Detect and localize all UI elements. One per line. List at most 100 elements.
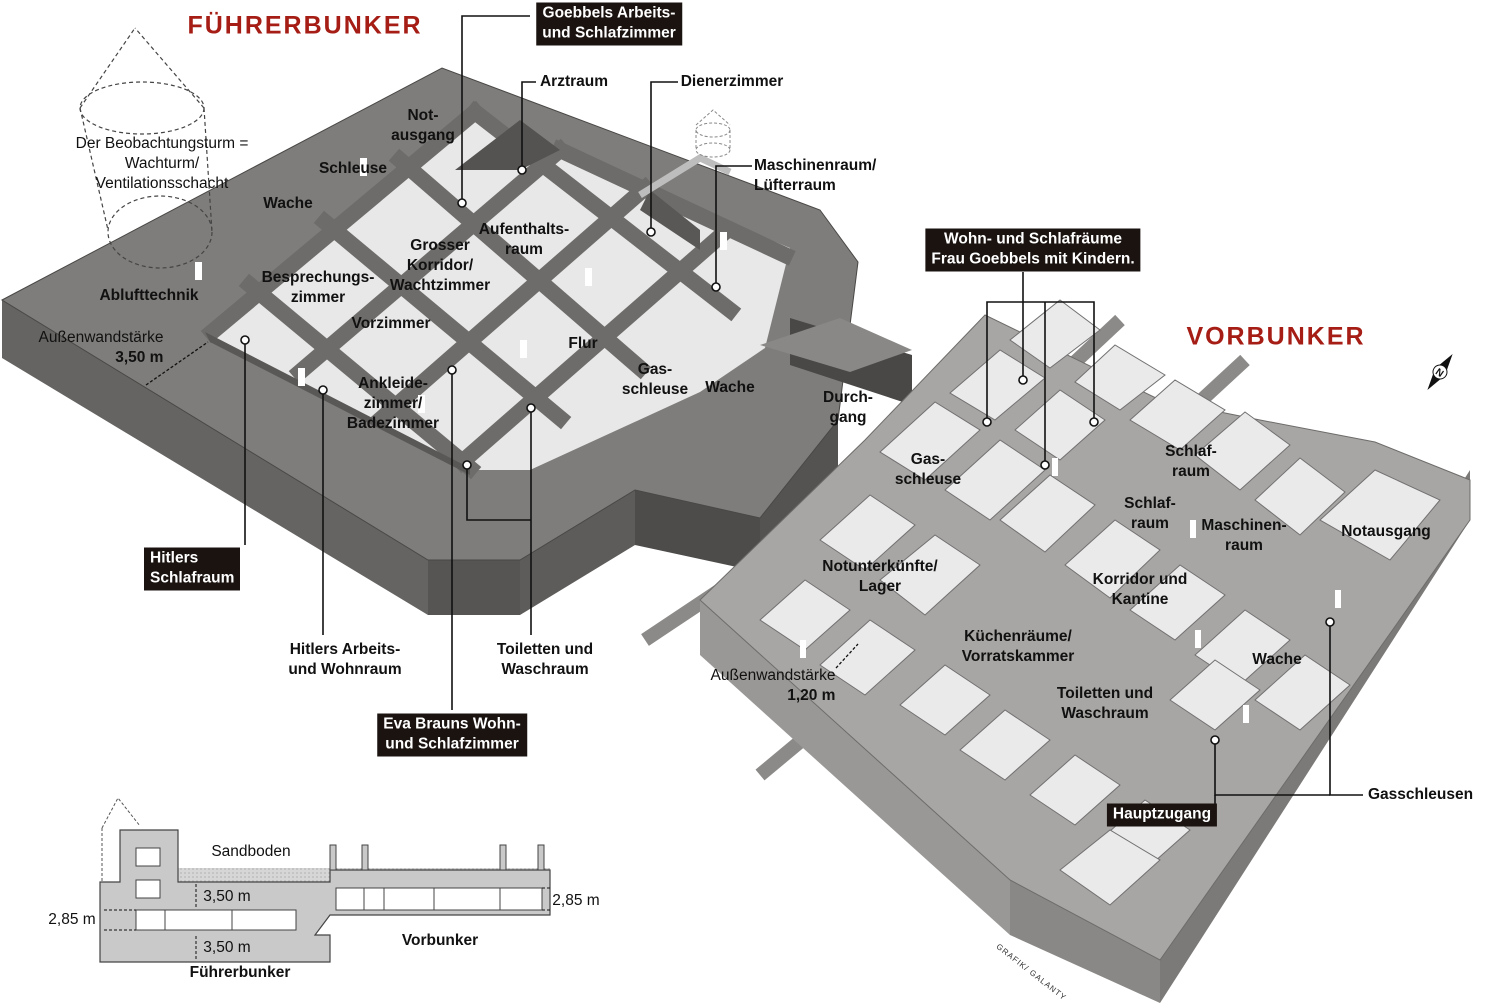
label-line: Ventilationsschacht xyxy=(95,175,229,192)
label-goebbels-office: Goebbels Arbeits- und Schlafzimmer xyxy=(536,2,682,46)
label-line: gang xyxy=(829,409,867,426)
vb-floor xyxy=(335,887,543,911)
label-line: Gas- xyxy=(637,361,673,378)
label-line: Eva Brauns Wohn- xyxy=(383,715,521,733)
label-line: Korridor und xyxy=(1092,571,1188,588)
label-line: raum xyxy=(1225,537,1263,554)
label-line: Toiletten und xyxy=(496,641,594,658)
label-line: Wohn- und Schlafräume xyxy=(944,230,1122,248)
label-line: und Schlafzimmer xyxy=(385,735,519,753)
label-line: Wachtzimmer xyxy=(389,277,491,294)
label-wall-thickness-vb: Außenwandstärke 1,20 m xyxy=(711,666,836,706)
label-line: Badezimmer xyxy=(346,415,440,432)
label-gasschleuse-vb: Gas- schleuse xyxy=(895,450,961,490)
vorbunker-doors xyxy=(800,458,1341,723)
callout-dots xyxy=(240,165,1335,745)
small-tower-roof xyxy=(695,109,731,126)
fuehrerbunker-shade-2 xyxy=(455,120,560,170)
label-wache-fb-2: Wache xyxy=(705,379,755,396)
label-line: Gas- xyxy=(910,451,946,468)
label-schleuse: Schleuse xyxy=(318,160,388,177)
label-gasschleuse-fb: Gas- schleuse xyxy=(622,360,688,400)
label-line: Frau Goebbels mit Kindern. xyxy=(931,250,1135,268)
label-section-fuehrerbunker: Führerbunker xyxy=(189,964,291,981)
vorbunker-block xyxy=(641,299,1471,1003)
label-hitler-arbeitsraum: Hitlers Arbeits- und Wohnraum xyxy=(288,640,401,680)
label-line: Lüfterraum xyxy=(754,177,836,194)
label-observation-tower: Der Beobachtungsturm = Wachturm/ Ventila… xyxy=(76,134,249,194)
label-line-bold: 3,50 m xyxy=(115,349,164,366)
label-aufenthaltsraum: Aufenthalts- raum xyxy=(479,220,569,260)
label-line: Schlafraum xyxy=(150,569,235,587)
label-notausgang-vb: Notausgang xyxy=(1341,523,1431,540)
callout-lines xyxy=(244,15,1363,805)
label-wall-thickness-fb: Außenwandstärke 3,50 m xyxy=(39,328,164,368)
label-dim-bottom: 3,50 m xyxy=(203,939,251,956)
label-wache-vb: Wache xyxy=(1252,651,1302,668)
label-line: zimmer/ xyxy=(363,395,423,412)
label-line: und Wohnraum xyxy=(288,661,402,678)
small-tower-top xyxy=(695,122,731,138)
label-vorzimmer: Vorzimmer xyxy=(351,315,431,332)
label-line: ausgang xyxy=(391,127,455,144)
fuehrerbunker-shade-1 xyxy=(205,332,470,475)
label-ankleidezimmer: Ankleide- zimmer/ Badezimmer xyxy=(347,374,439,434)
fb-upper-floor xyxy=(135,909,297,931)
label-dienerzimmer: Dienerzimmer xyxy=(680,73,784,90)
label-maschinenraum-vb: Maschinen- raum xyxy=(1201,516,1286,556)
label-eva-braun: Eva Brauns Wohn- und Schlafzimmer xyxy=(377,713,527,757)
label-dim-top: 3,50 m xyxy=(203,888,251,905)
label-line: Waschraum xyxy=(1061,705,1149,722)
label-flur: Flur xyxy=(568,335,598,352)
small-tower-bottom xyxy=(695,142,731,158)
label-line: Maschinenraum/ xyxy=(754,157,877,174)
label-goebbels-family: Wohn- und Schlafräume Frau Goebbels mit … xyxy=(925,228,1141,272)
label-kuechenraeume: Küchenräume/ Vorratskammer xyxy=(962,627,1075,667)
label-line: raum xyxy=(1131,515,1169,532)
label-grosser-korridor: Grosser Korridor/ Wachtzimmer xyxy=(390,236,490,296)
label-line: Außenwandstärke xyxy=(38,329,164,346)
tower-window-2 xyxy=(135,879,161,899)
label-schlafraum-1: Schlaf- raum xyxy=(1165,442,1217,482)
durchgang-top xyxy=(760,318,912,372)
cross-section xyxy=(99,797,551,963)
wall-thickness-arrows xyxy=(145,341,859,669)
label-gasschleusen: Gasschleusen xyxy=(1368,786,1474,803)
label-line: Ankleide- xyxy=(358,375,428,392)
vorbunker-side-front xyxy=(700,600,1010,935)
observation-tower xyxy=(79,27,213,269)
label-line-bold: 1,20 m xyxy=(787,687,836,704)
label-section-vorbunker: Vorbunker xyxy=(401,932,479,949)
label-height-right: 2,85 m xyxy=(552,892,600,909)
label-toiletten-vb: Toiletten und Waschraum xyxy=(1057,684,1153,724)
label-line: Maschinen- xyxy=(1201,517,1287,534)
vorbunker-side-right xyxy=(1010,880,1160,1003)
north-compass-icon: N xyxy=(1427,353,1453,391)
ventilation-pipe xyxy=(638,154,732,198)
label-line: zimmer xyxy=(290,289,346,306)
fuehrerbunker-block xyxy=(0,27,912,615)
label-line: Not- xyxy=(407,107,439,124)
label-line: schleuse xyxy=(621,381,689,398)
label-line: Waschraum xyxy=(501,661,589,678)
fuehrerbunker-floor xyxy=(205,112,790,470)
title-fuehrerbunker: FÜHRERBUNKER xyxy=(187,11,423,40)
label-hauptzugang: Hauptzugang xyxy=(1106,803,1218,827)
label-line: Wachturm/ xyxy=(124,155,200,172)
fuehrerbunker-side-corner xyxy=(520,490,635,615)
label-line: Toiletten und xyxy=(1056,685,1154,702)
vorbunker-top xyxy=(699,314,1471,961)
label-line: raum xyxy=(505,241,543,258)
vb-pillars xyxy=(329,844,545,871)
label-hitler-schlafraum: Hitlers Schlafraum xyxy=(144,547,241,591)
label-line: Korridor/ xyxy=(406,257,474,274)
label-notausgang-fb: Not- ausgang xyxy=(391,106,455,146)
label-line: Besprechungs- xyxy=(261,269,375,286)
label-line: schleuse xyxy=(894,471,962,488)
sand-layer xyxy=(178,868,330,882)
fuehrerbunker-side-south xyxy=(428,560,520,615)
label-wache-fb: Wache xyxy=(263,195,313,212)
label-toiletten-fb: Toiletten und Waschraum xyxy=(497,640,593,680)
